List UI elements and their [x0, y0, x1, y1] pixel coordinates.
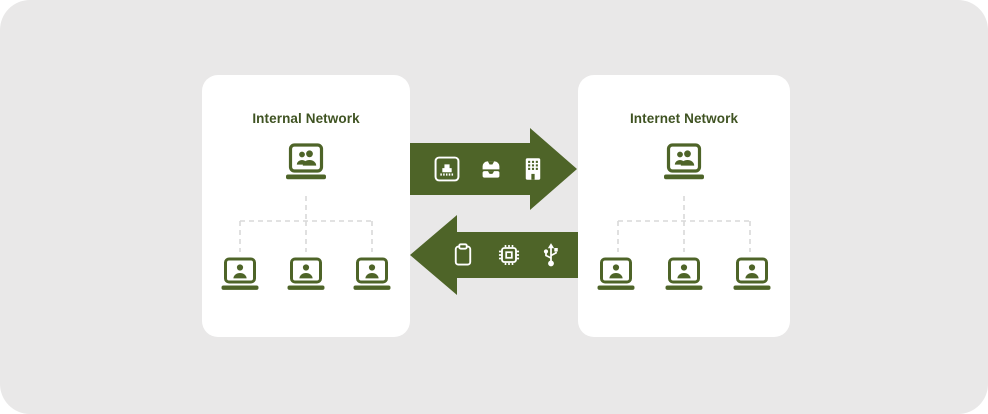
laptop-user-icon	[730, 257, 774, 295]
flow-arrow-left	[410, 215, 578, 295]
network-tree-connector	[617, 196, 751, 252]
flow-arrow-right	[410, 128, 577, 210]
ethernet-port-icon	[433, 155, 461, 183]
client-row	[202, 257, 410, 295]
laptop-group-icon	[282, 143, 330, 185]
clipboard-icon	[449, 241, 477, 269]
usb-icon	[537, 241, 565, 269]
cpu-chip-icon	[495, 241, 523, 269]
left-arrow-shape	[410, 215, 578, 295]
internet-network-panel: Internet Network	[578, 75, 790, 337]
internal-network-panel: Internal Network	[202, 75, 410, 337]
panel-title: Internal Network	[252, 111, 360, 126]
laptop-user-icon	[662, 257, 706, 295]
laptop-group-icon	[660, 143, 708, 185]
client-row	[578, 257, 790, 295]
office-building-icon	[519, 155, 547, 183]
panel-title: Internet Network	[629, 111, 739, 126]
laptop-user-icon	[350, 257, 394, 295]
network-tree-connector	[239, 196, 373, 252]
laptop-user-icon	[284, 257, 328, 295]
storage-drawer-icon	[477, 155, 505, 183]
laptop-user-icon	[594, 257, 638, 295]
laptop-user-icon	[218, 257, 262, 295]
